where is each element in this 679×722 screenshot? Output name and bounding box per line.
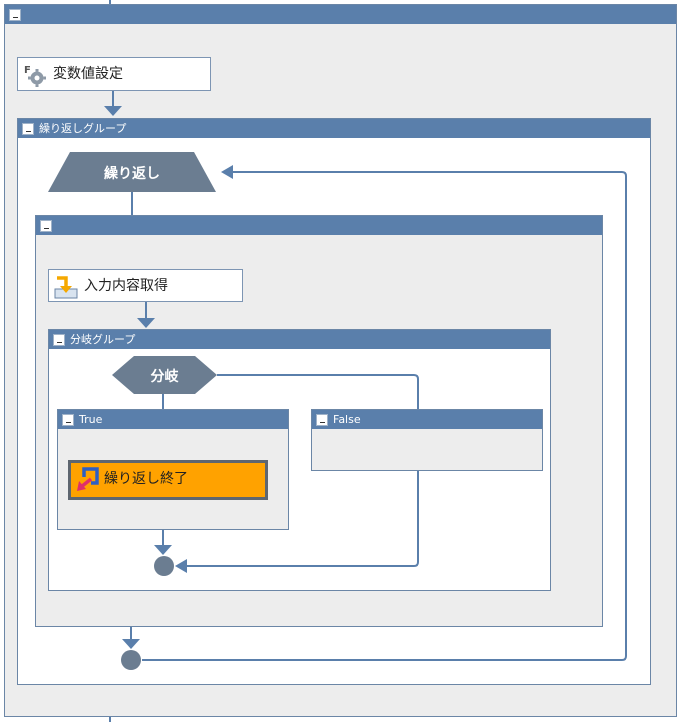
- false-group-header: False: [312, 410, 542, 429]
- true-group-title: True: [79, 413, 103, 426]
- collapse-button[interactable]: [62, 414, 74, 426]
- true-group-header: True: [58, 410, 288, 429]
- false-group: False: [311, 409, 543, 471]
- outer-group-header: [5, 5, 676, 24]
- false-group-title: False: [333, 413, 361, 426]
- end-loop-label: 繰り返し終了: [104, 471, 188, 487]
- loop-exit-icon: [75, 467, 101, 493]
- collapse-button[interactable]: [9, 9, 21, 21]
- collapse-button[interactable]: [53, 334, 65, 346]
- input-content-label: 入力内容取得: [84, 278, 168, 294]
- end-loop-node[interactable]: 繰り返し終了: [68, 460, 268, 500]
- collapse-button[interactable]: [316, 414, 328, 426]
- collapse-button[interactable]: [40, 220, 52, 232]
- inner-group-header: [36, 216, 602, 235]
- svg-text:F: F: [24, 65, 31, 76]
- input-arrow-icon: [54, 275, 78, 299]
- input-content-node[interactable]: 入力内容取得: [48, 269, 243, 302]
- loop-group-title: 繰り返しグループ: [39, 122, 127, 135]
- branch-label: 分岐: [150, 369, 179, 385]
- set-variable-node[interactable]: F 変数値設定: [17, 57, 211, 91]
- collapse-button[interactable]: [22, 123, 34, 135]
- branch-group-header: 分岐グループ: [49, 330, 550, 349]
- loop-group-header: 繰り返しグループ: [18, 119, 650, 138]
- variable-gear-icon: F: [23, 63, 47, 87]
- branch-group-title: 分岐グループ: [70, 333, 136, 346]
- set-variable-label: 変数値設定: [53, 66, 123, 82]
- loop-label: 繰り返し: [104, 166, 160, 182]
